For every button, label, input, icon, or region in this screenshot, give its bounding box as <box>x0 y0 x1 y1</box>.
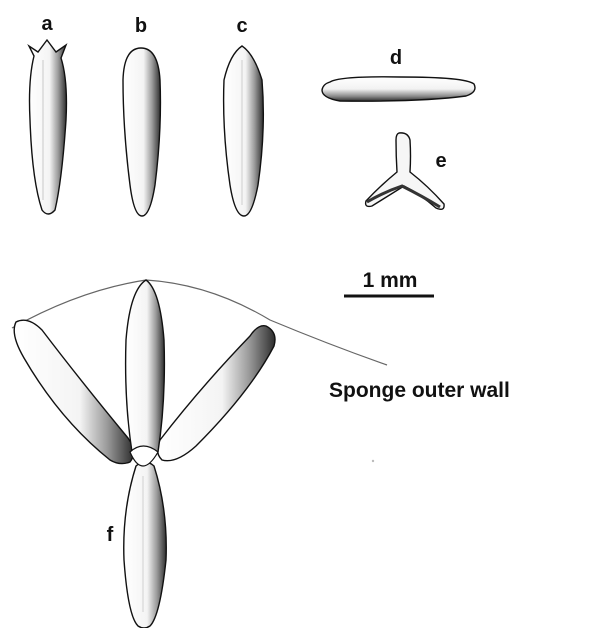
label-d: d <box>390 47 402 69</box>
scale-bar-label: 1 mm <box>363 269 418 292</box>
label-f: f <box>107 524 114 546</box>
label-b: b <box>135 15 147 37</box>
callout-sponge-outer-wall: Sponge outer wall <box>329 379 510 402</box>
speck <box>372 460 374 462</box>
spicule-e <box>366 133 445 209</box>
label-a: a <box>41 13 53 35</box>
spicule-b <box>123 48 160 216</box>
spicule-a <box>29 40 66 214</box>
spicule-c <box>224 46 264 216</box>
label-c: c <box>236 15 247 37</box>
sponge-outer-wall-line <box>12 280 387 365</box>
spicule-f <box>12 280 387 628</box>
spicule-d <box>322 77 475 101</box>
scale-bar: 1 mm <box>344 269 434 296</box>
label-e: e <box>435 150 446 172</box>
